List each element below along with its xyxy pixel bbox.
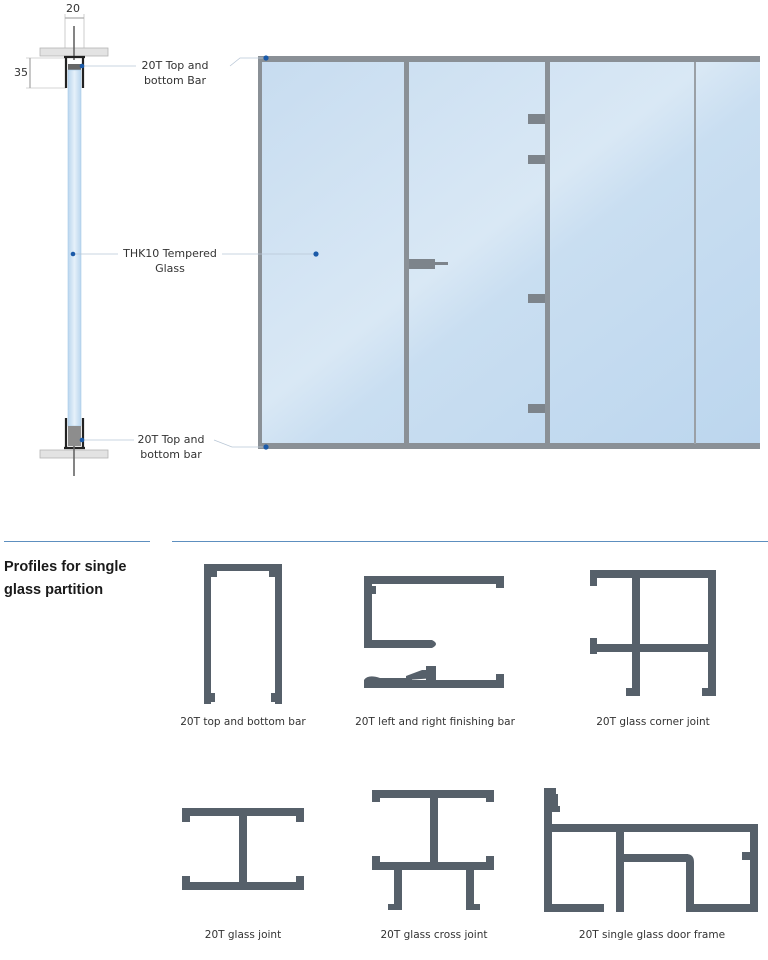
profile-glass-joint [182, 808, 304, 890]
callout-top-bar: 20T Top and bottom Bar [134, 58, 216, 88]
callout-glass-line1: THK10 Tempered [123, 247, 217, 260]
callout-leaders [73, 57, 316, 448]
glass-elevation-view [258, 56, 760, 449]
callout-bottom-bar-line1: 20T Top and [137, 433, 205, 446]
callout-dots [70, 55, 319, 450]
callout-bottom-bar: 20T Top and bottom bar [130, 432, 212, 462]
height-dimension-label: 35 [14, 66, 28, 79]
glass-section-view [26, 14, 109, 476]
profile-finishing-bar [364, 576, 504, 688]
callout-bottom-bar-line2: bottom bar [140, 448, 202, 461]
callout-top-bar-line1: 20T Top and [141, 59, 209, 72]
partition-elevation-diagram [26, 14, 760, 476]
section-divider-right [172, 541, 768, 542]
section-title: Profiles for single glass partition [4, 556, 154, 602]
profile-corner-joint [590, 570, 716, 696]
section-divider-left [4, 541, 150, 542]
caption-cross-joint: 20T glass cross joint [380, 929, 488, 941]
section-title-line2: glass partition [4, 582, 104, 598]
section-title-line1: Profiles for single [4, 559, 127, 575]
caption-top-bottom-bar: 20T top and bottom bar [180, 716, 306, 728]
width-dimension-label: 20 [66, 2, 80, 15]
caption-finishing-bar: 20T left and right finishing bar [355, 716, 515, 728]
callout-top-bar-line2: bottom Bar [143, 74, 207, 87]
caption-corner-joint: 20T glass corner joint [596, 716, 710, 728]
profile-door-frame [544, 788, 758, 912]
callout-glass-line2: Glass [155, 262, 185, 275]
profile-cross-joint [372, 790, 494, 910]
profile-top-bottom-bar [204, 564, 282, 704]
callout-glass: THK10 Tempered Glass [116, 246, 224, 276]
caption-glass-joint: 20T glass joint [204, 929, 282, 941]
caption-door-frame: 20T single glass door frame [578, 929, 726, 941]
